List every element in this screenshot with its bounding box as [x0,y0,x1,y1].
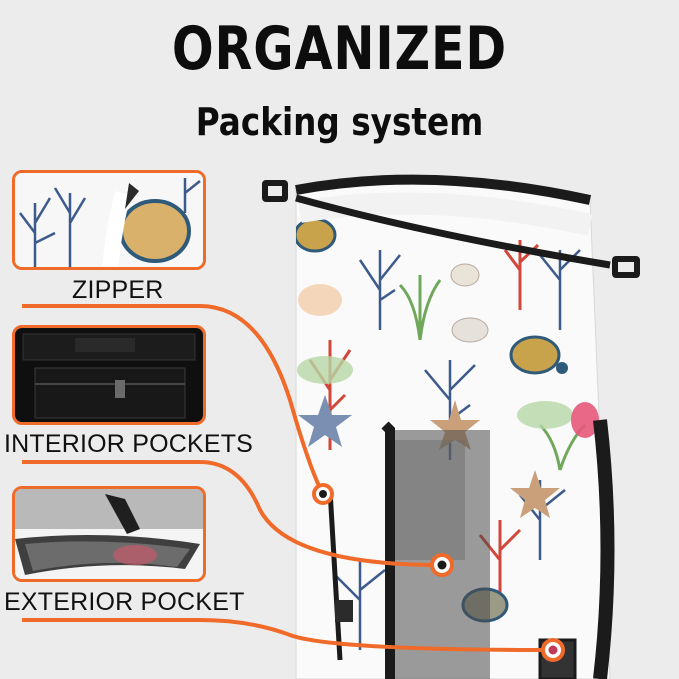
callout-dot-zipper [312,483,334,505]
zipper-closeup-photo [12,170,206,270]
interior-pockets-photo [12,325,206,425]
page-subtitle: Packing system [195,100,484,144]
page-title: ORGANIZED [171,14,508,84]
exterior-pocket-label: EXTERIOR POCKET [4,588,245,616]
zipper-label: ZIPPER [72,276,164,304]
exterior-pocket-photo [12,486,206,582]
shoulder-strap [593,419,615,679]
interior-pockets-label: INTERIOR POCKETS [4,430,254,458]
callout-dot-exterior [541,638,565,662]
callout-dot-interior [430,553,454,577]
